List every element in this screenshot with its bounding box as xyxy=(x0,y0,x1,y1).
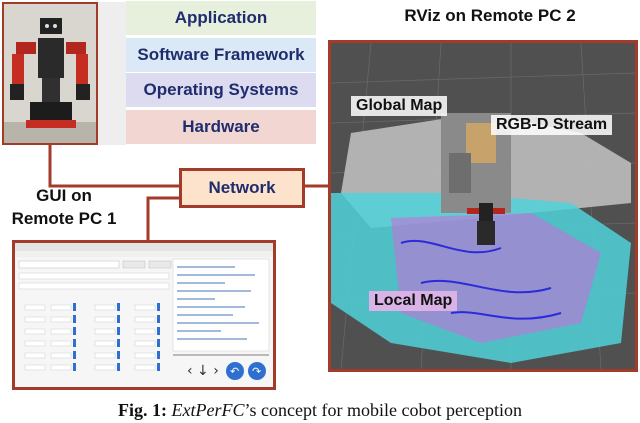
layer-application: Application xyxy=(126,1,316,35)
robot-photo xyxy=(2,2,98,145)
rviz-view: Global Map RGB-D Stream Local Map xyxy=(328,40,638,372)
svg-text:↷: ↷ xyxy=(252,365,261,378)
gui-screenshot: ‹ ↓ › ↶ ↷ xyxy=(12,240,276,390)
caption-text: ’s concept for mobile cobot perception xyxy=(245,400,522,420)
gui-label-line1: GUI on xyxy=(4,184,124,207)
figure-caption: Fig. 1: ExtPerFC’s concept for mobile co… xyxy=(0,400,640,421)
layer-hardware-label: Hardware xyxy=(182,117,259,137)
robot-image xyxy=(4,4,96,143)
global-map-tag: Global Map xyxy=(351,96,447,116)
svg-text:‹ ↓ ›: ‹ ↓ › xyxy=(187,363,219,379)
rgbd-stream-tag: RGB-D Stream xyxy=(491,115,612,135)
layer-software-framework: Software Framework xyxy=(126,38,316,72)
layer-software-framework-label: Software Framework xyxy=(137,45,304,65)
layer-operating-systems-label: Operating Systems xyxy=(144,80,299,100)
gui-label-line2: Remote PC 1 xyxy=(4,207,124,230)
caption-fig-label: Fig. 1: xyxy=(118,400,167,420)
rviz-label: RViz on Remote PC 2 xyxy=(365,6,615,26)
layer-hardware: Hardware xyxy=(126,110,316,144)
stack-wedge xyxy=(98,2,128,145)
gui-screenshot-image: ‹ ↓ › ↶ ↷ xyxy=(15,243,273,387)
layer-operating-systems: Operating Systems xyxy=(126,73,316,107)
caption-project: ExtPerFC xyxy=(172,400,245,420)
local-map-tag: Local Map xyxy=(369,291,457,311)
gui-label: GUI on Remote PC 1 xyxy=(4,184,124,230)
network-box: Network xyxy=(179,168,305,208)
layer-application-label: Application xyxy=(175,8,268,28)
svg-text:↶: ↶ xyxy=(230,365,239,378)
rviz-scene xyxy=(331,43,635,369)
network-label: Network xyxy=(208,178,275,198)
